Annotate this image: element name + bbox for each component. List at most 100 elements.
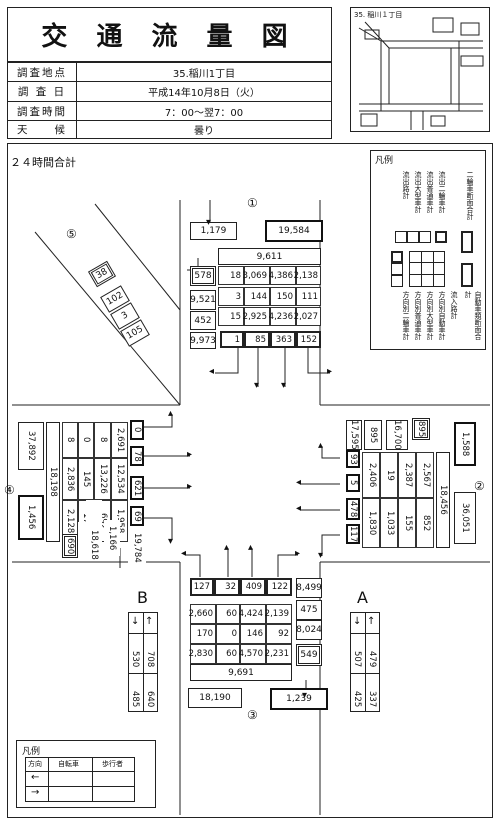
- a1-r2c4: 111: [296, 287, 321, 306]
- legend-label-dir-car: 方向別自動車計: [438, 291, 446, 340]
- location-map: 35. 稲川１丁目: [350, 7, 490, 132]
- ped-B-v2: 708: [145, 651, 155, 668]
- a1-r2c2: 144: [244, 287, 270, 306]
- a4-bike: 1,456: [18, 495, 44, 540]
- a4-c1r3: 2,128: [65, 508, 75, 534]
- a3-r3c3: 4,570: [239, 644, 266, 664]
- legend-bottom-title: 凡例: [22, 747, 41, 757]
- a1-r3c2: 2,925: [243, 307, 270, 326]
- arrow-a2-left2-icon: ◂: [296, 503, 302, 514]
- a4-side-2: 78: [130, 446, 144, 466]
- a4-c3r3: 692: [98, 512, 108, 530]
- a2-side-3-text: 478: [348, 500, 358, 518]
- a1-b3: 363: [270, 331, 296, 348]
- map-roads-icon: [358, 17, 484, 130]
- ped-B-up-arrow: ↑: [145, 616, 154, 627]
- a1-b4: 152: [296, 331, 321, 348]
- a1-out-total: 9,611: [218, 248, 321, 265]
- a4-c4r2: 12,534: [115, 464, 125, 494]
- legend-label-out-bike: 流出二輪車計: [438, 171, 446, 213]
- arrow-a2-left1-icon: ◂: [296, 477, 302, 488]
- a1-out-bike: 578: [190, 266, 216, 286]
- info-value-weather: 曇り: [194, 126, 214, 137]
- a4-in-total-text: 18,198: [48, 467, 58, 497]
- a3-side-2: 475: [296, 600, 322, 620]
- arrow-a2-down-icon: ▾: [318, 550, 324, 561]
- station-5-label: ⑤: [66, 227, 77, 241]
- a2-top-2: 895: [364, 420, 382, 450]
- station-4-label: ④: [4, 483, 15, 497]
- station-2-label: ②: [474, 479, 485, 493]
- a1-r3c3: 4,236: [269, 307, 296, 326]
- a1-r1c1: 18: [218, 266, 244, 285]
- arrow-a4-right2-icon: ▸: [187, 481, 193, 492]
- a2-top-1: 17,595: [346, 420, 362, 450]
- a4-side-1-text: 0: [132, 427, 142, 433]
- a2-cross-total-text: 36,051: [460, 503, 470, 533]
- arrow-a1-top-icon: ▾: [206, 217, 212, 228]
- a4-c4r1: 2,691: [115, 427, 125, 453]
- a2-bike: 895: [412, 418, 430, 440]
- arrow-a3-up2-icon: ▴: [248, 542, 254, 553]
- ped-A-v2: 479: [367, 651, 377, 668]
- a3-top-4: 122: [266, 578, 292, 596]
- legend-label-in-total: 流入路計: [450, 291, 458, 319]
- a4-side-1: 0: [130, 420, 144, 440]
- a2-c2r1: 19: [385, 469, 395, 481]
- a3-r3c2: 60: [216, 644, 240, 664]
- a2-c4r1: 2,567: [421, 462, 431, 488]
- a1-in-total-c: 9,973: [190, 332, 216, 349]
- arrow-a4-up-icon: ▴: [168, 408, 174, 419]
- a4-side-5-text: 690: [65, 537, 75, 555]
- a4-cross-total-text: 37,892: [26, 431, 36, 461]
- a1-b2: 85: [244, 331, 270, 348]
- a1-in-total-b: 452: [190, 311, 216, 330]
- a3-bike: 549: [296, 644, 322, 666]
- a1-r1c3: 4,386: [269, 266, 296, 285]
- station-3-label: ③: [247, 708, 258, 722]
- a3-side-3: 8,024: [296, 620, 322, 640]
- ped-B-box: ↓ ↑ 530 708 485 640: [128, 612, 158, 712]
- ped-A-v3: 425: [352, 691, 362, 708]
- a1-r2c1: 3: [218, 287, 244, 306]
- arrow-a3-left-icon: ◂: [181, 548, 187, 559]
- a1-r1c2: 3,069: [243, 266, 270, 285]
- legend-bottom-table: 方向 自転車 歩行者 ← →: [25, 757, 135, 802]
- a4-in-total: 18,198: [46, 422, 60, 542]
- a4-side-3-text: 621: [132, 479, 142, 497]
- a4-side-4: 69: [130, 506, 144, 526]
- ped-A-v4: 337: [367, 691, 377, 708]
- a2-mid-text: 18,456: [438, 485, 448, 515]
- a3-top-2: 32: [214, 578, 240, 596]
- a4-total-2: 18,618: [86, 500, 102, 560]
- a3-top-1: 127: [190, 578, 214, 596]
- a4-side-5: 690: [62, 534, 78, 558]
- info-label-time: 調査時間: [17, 105, 67, 118]
- page-title: 交 通 流 量 図: [41, 22, 298, 52]
- a2-top-3: 16,700: [386, 420, 408, 450]
- a2-bike-text: 895: [416, 420, 426, 438]
- station-B-label: B: [137, 588, 148, 607]
- a4-bike-text: 1,456: [26, 505, 36, 530]
- a4-c1r1: 8: [65, 437, 75, 443]
- info-value-time: 7：00～翌7：00: [164, 107, 244, 119]
- legend-label-dir-normal: 方向別普通車計: [414, 291, 422, 340]
- arrow-a1-down2-icon: ▾: [281, 380, 287, 391]
- a4-c3r2: 13,226: [98, 464, 108, 494]
- a1-car-total: 19,584: [265, 220, 323, 242]
- a2-c1r1: 2,406: [367, 462, 377, 488]
- a4-total-4-text: 19,784: [132, 533, 142, 563]
- subtitle: ２４時間合計: [10, 156, 76, 169]
- legend-label-car-section: 自動車類断面合計: [464, 291, 482, 340]
- a2-c2r2: 1,033: [385, 510, 395, 536]
- arrow-a3-up1-icon: ▴: [224, 542, 230, 553]
- legend-bottom: 凡例 方向 自転車 歩行者 ← →: [16, 740, 156, 808]
- a3-r2c4: 92: [266, 624, 292, 644]
- legend-label-out-large: 流出大型車計: [414, 171, 422, 213]
- legend-label-out-total: 流出路計: [402, 171, 410, 199]
- a1-in-total-a: 9,521: [190, 290, 216, 310]
- a4-c2r1: 0: [81, 437, 91, 443]
- a2-top-3-text: 16,700: [392, 420, 402, 450]
- a1-r1c4: 2,138: [294, 266, 321, 285]
- a3-r1c2: 60: [216, 604, 240, 624]
